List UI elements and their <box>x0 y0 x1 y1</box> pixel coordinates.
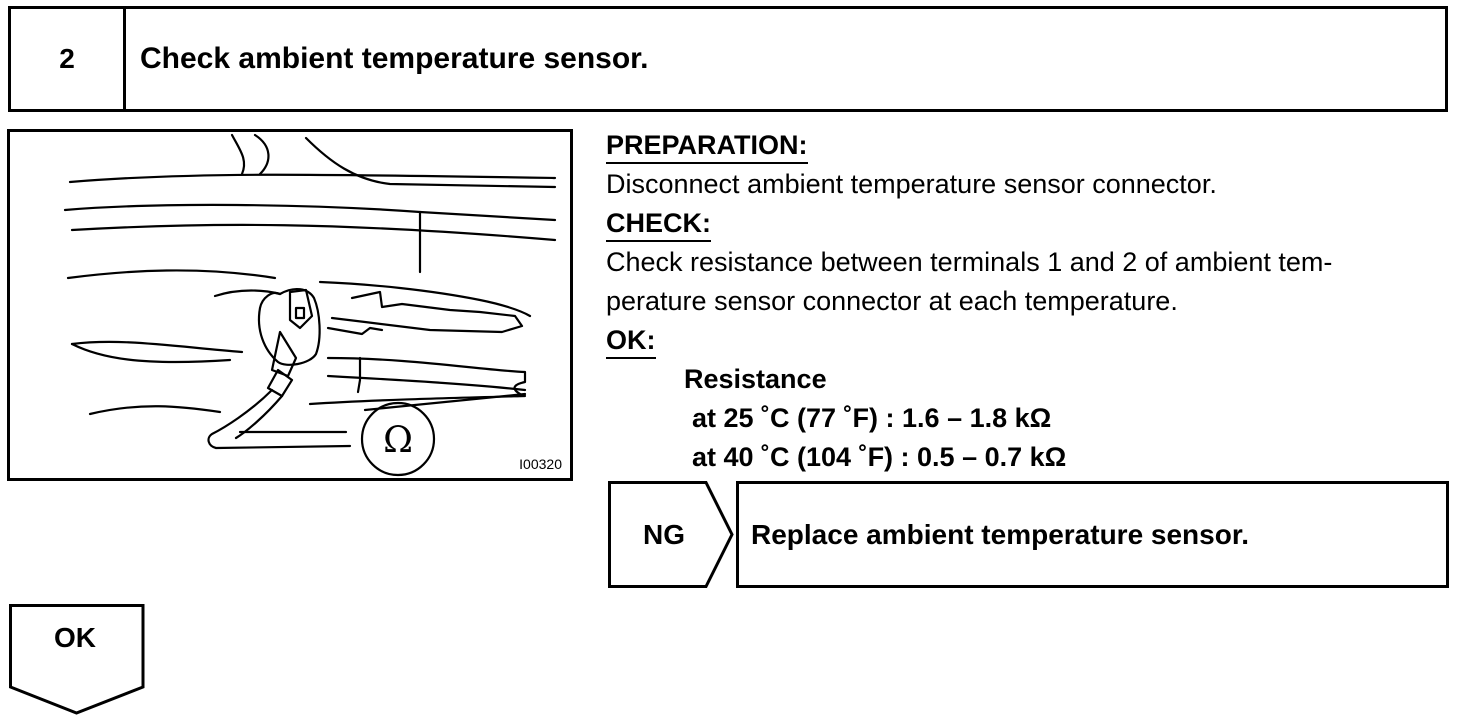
spec-title: Resistance <box>684 364 827 394</box>
check-text-line-1: Check resistance between terminals 1 and… <box>606 247 1333 277</box>
procedure-text: PREPARATION: Disconnect ambient temperat… <box>606 126 1456 477</box>
down-arrow-icon <box>9 604 145 715</box>
step-header: 2 Check ambient temperature sensor. <box>8 6 1448 112</box>
figure-id: I00320 <box>519 456 562 472</box>
connector-drawing: Ω <box>63 133 557 477</box>
ng-label: NG <box>643 518 685 550</box>
check-heading: CHECK: <box>606 206 711 242</box>
spec-row: at 40 ˚C (104 ˚F) : 0.5 – 0.7 kΩ <box>692 442 1067 472</box>
spec-row: at 25 ˚C (77 ˚F) : 1.6 – 1.8 kΩ <box>692 403 1052 433</box>
check-text-line-2: perature sensor connector at each temper… <box>606 286 1178 316</box>
ng-action: Replace ambient temperature sensor. <box>736 481 1449 588</box>
ohm-meter-symbol: Ω <box>383 420 413 461</box>
right-arrow-icon <box>608 481 734 588</box>
step-title: Check ambient temperature sensor. <box>140 42 649 75</box>
ok-label: OK <box>54 622 96 653</box>
ok-arrow: OK <box>9 604 147 716</box>
step-number: 2 <box>11 9 126 109</box>
ok-heading: OK: <box>606 323 656 359</box>
preparation-text: Disconnect ambient temperature sensor co… <box>606 169 1217 199</box>
resistance-spec: Resistance at 25 ˚C (77 ˚F) : 1.6 – 1.8 … <box>606 360 1456 477</box>
sensor-illustration: Ω I00320 <box>7 129 573 481</box>
preparation-heading: PREPARATION: <box>606 128 808 164</box>
ng-arrow: NG <box>608 481 734 588</box>
